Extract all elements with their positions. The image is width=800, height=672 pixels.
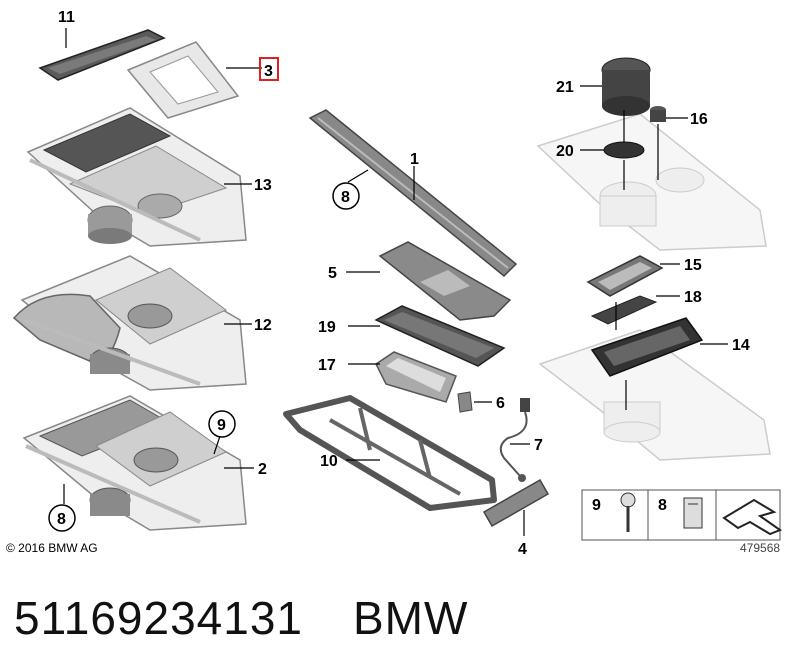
label-14: 14 — [732, 337, 750, 354]
label-11: 11 — [58, 9, 75, 26]
part-6-bracket — [457, 391, 473, 413]
label-5: 5 — [328, 265, 337, 282]
part-12-console — [12, 255, 247, 391]
part-20-mat — [603, 141, 645, 159]
arrow-icon — [722, 498, 783, 536]
part-17-tray — [375, 351, 457, 403]
part-1-rail — [308, 109, 518, 278]
svg-text:8: 8 — [341, 189, 350, 206]
legend-number-screw: 9 — [592, 497, 601, 514]
label-6: 6 — [496, 395, 505, 412]
circled-label-9: 9 — [208, 410, 236, 438]
clip-icon — [683, 497, 703, 529]
part-5-bracket — [378, 241, 512, 321]
svg-text:8: 8 — [57, 511, 66, 528]
label-2: 2 — [258, 461, 267, 478]
part-3-trim-frame — [126, 41, 240, 119]
label-15: 15 — [684, 257, 702, 274]
label-17: 17 — [318, 357, 336, 374]
part-7-cable — [499, 398, 530, 482]
part-number: 51169234131 — [14, 592, 303, 644]
label-12: 12 — [254, 317, 272, 334]
label-21: 21 — [556, 79, 574, 96]
label-19: 19 — [318, 319, 336, 336]
part-10-carrier — [283, 395, 497, 511]
part-16-cap — [650, 106, 666, 122]
fastener-legend — [581, 489, 783, 541]
label-4: 4 — [518, 541, 527, 558]
part-caption: 51169234131 BMW — [14, 588, 468, 648]
screw-icon — [620, 492, 636, 532]
circled-label-8-top: 8 — [332, 182, 360, 210]
label-10: 10 — [320, 453, 338, 470]
part-19-tray — [374, 305, 506, 367]
part-18-mat — [590, 295, 658, 325]
brand-name: BMW — [353, 592, 469, 644]
label-16: 16 — [690, 111, 708, 128]
svg-text:9: 9 — [217, 417, 226, 434]
part-13-console — [26, 107, 247, 247]
part-15-tray — [586, 255, 664, 297]
exploded-parts-diagram: 11 3 13 12 2 1 5 19 17 6 7 10 4 21 16 20… — [12, 9, 783, 558]
image-id-text: 479568 — [740, 541, 781, 555]
upper-console-outline — [536, 113, 767, 251]
copyright-text: © 2016 BMW AG — [6, 541, 98, 555]
label-20: 20 — [556, 143, 574, 160]
highlight-box-part-3 — [259, 57, 279, 81]
part-21-cup-insert — [601, 57, 651, 116]
part-14-storage-tray — [590, 317, 704, 377]
label-18: 18 — [684, 289, 702, 306]
label-1: 1 — [410, 151, 419, 168]
circled-label-8-bottom: 8 — [48, 504, 76, 532]
label-3: 3 — [264, 63, 273, 80]
part-2-console — [22, 395, 247, 531]
part-11-mat — [38, 29, 166, 81]
legend-number-clip: 8 — [658, 497, 667, 514]
part-4-bracket — [482, 478, 550, 528]
label-7: 7 — [534, 437, 543, 454]
lower-console-outline — [538, 329, 771, 461]
leader-lines — [63, 28, 728, 536]
label-13: 13 — [254, 177, 272, 194]
